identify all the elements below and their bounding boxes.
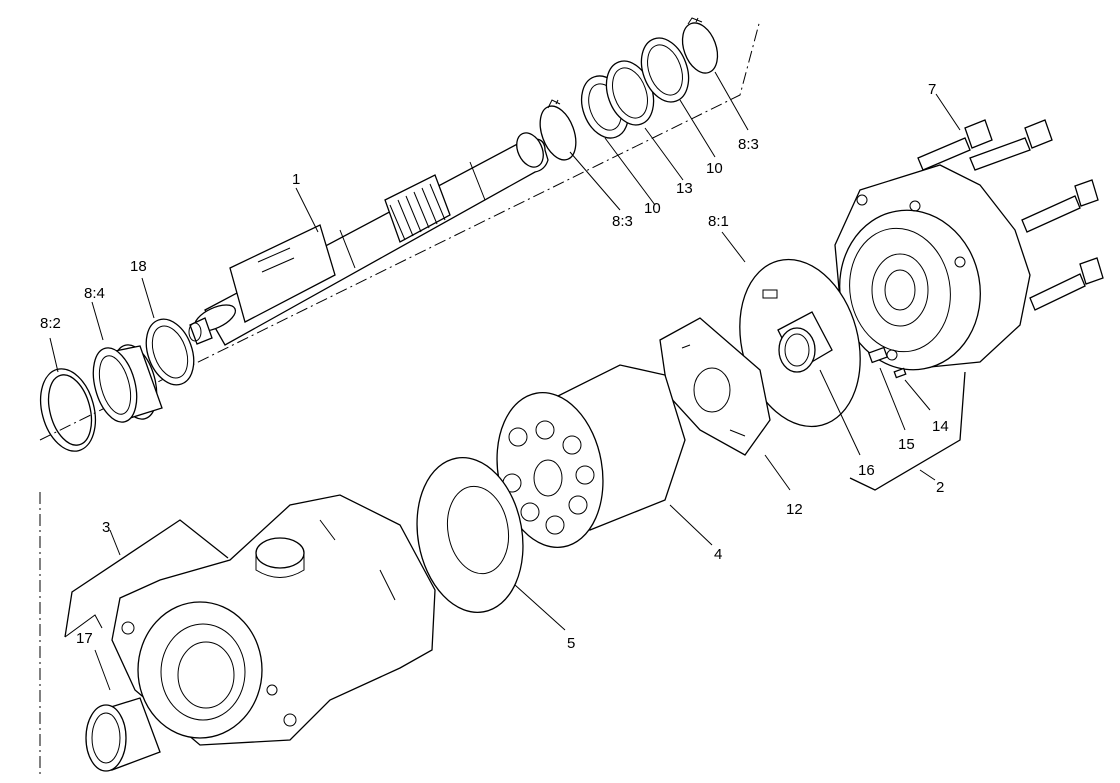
housing-part-3	[111, 494, 436, 746]
upper-axis-line	[39, 19, 761, 441]
callout-5: 5	[567, 635, 575, 652]
callout-17: 17	[76, 630, 93, 647]
callout-3: 3	[102, 519, 110, 536]
callout-4: 4	[714, 546, 722, 563]
bearing-part-16	[777, 311, 833, 373]
bolts-part-7	[917, 119, 1104, 311]
callout-labels: 1 2 3 4 5 7 8:1 8:2 8:3 8:3 8:4 10 10 12…	[40, 81, 949, 652]
callout-10-upper: 10	[706, 160, 723, 177]
callout-2: 2	[936, 479, 944, 496]
callout-14: 14	[932, 418, 949, 435]
snap-ring-part-8-3-lower	[539, 99, 577, 161]
washer-part-18	[145, 318, 195, 386]
cylinder-block-part-4	[496, 364, 686, 548]
callout-1: 1	[292, 171, 300, 188]
callout-8-2: 8:2	[40, 315, 61, 332]
pin-part-14	[893, 367, 907, 379]
callout-10-lower: 10	[644, 200, 661, 217]
callout-16: 16	[858, 462, 875, 479]
callout-13: 13	[676, 180, 693, 197]
pin-part-15	[867, 346, 889, 364]
callout-12: 12	[786, 501, 803, 518]
callout-8-4: 8:4	[84, 285, 105, 302]
callout-18: 18	[130, 258, 147, 275]
callout-15: 15	[898, 436, 915, 453]
callout-8-3-lower: 8:3	[612, 213, 633, 230]
bearing-part-17	[85, 697, 161, 772]
leader-lines	[49, 71, 966, 691]
callout-8-3-upper: 8:3	[738, 136, 759, 153]
callout-8-1: 8:1	[708, 213, 729, 230]
callout-7: 7	[928, 81, 936, 98]
shaft-part-1	[188, 132, 549, 346]
thrust-plate-part-5	[416, 457, 524, 613]
washer-part-10-upper	[640, 37, 690, 103]
snap-ring-part-8-3-upper	[681, 17, 719, 74]
end-cover-part-2	[834, 164, 1031, 371]
sleeve-part-8-4	[92, 344, 163, 423]
